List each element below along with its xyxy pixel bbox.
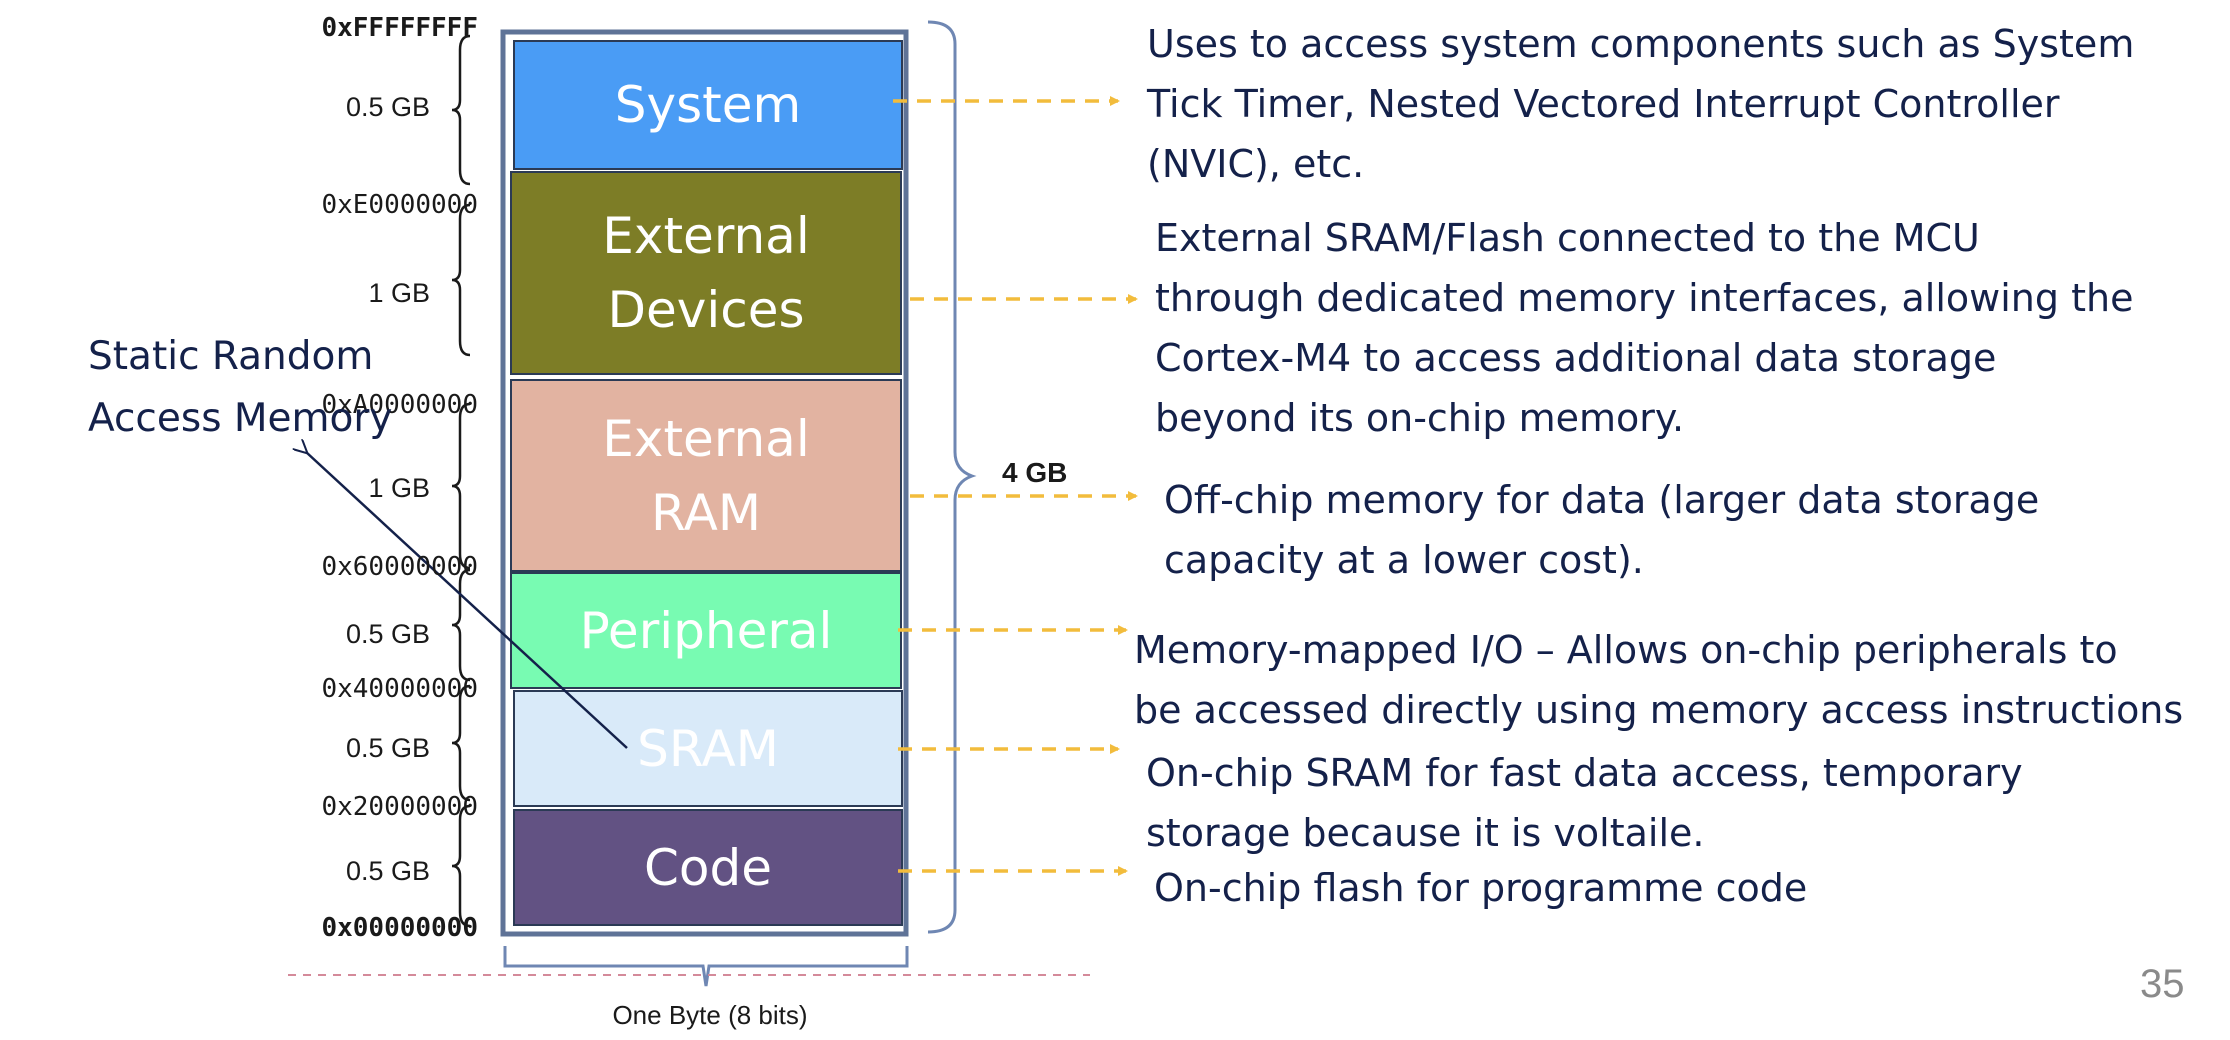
byte-width-label: One Byte (8 bits) xyxy=(612,1000,808,1030)
description-line: capacity at a lower cost). xyxy=(1164,538,1644,582)
memory-region-label: SRAM xyxy=(637,719,779,778)
memory-region-block xyxy=(510,379,902,572)
region-brace xyxy=(451,203,471,357)
description-line: On-chip SRAM for fast data access, tempo… xyxy=(1146,751,2023,795)
region-description: On-chip SRAM for fast data access, tempo… xyxy=(1146,743,2023,863)
memory-region-block xyxy=(510,171,902,375)
address-label: 0x20000000 xyxy=(321,792,478,822)
region-description: On-chip flash for programme code xyxy=(1154,858,1807,918)
sram-callout-text: Static Random Access Memory xyxy=(88,326,393,450)
description-line: Uses to access system components such as… xyxy=(1147,22,2135,66)
sram-callout-arrow xyxy=(306,452,628,749)
description-line: be accessed directly using memory access… xyxy=(1134,688,2184,732)
callout-line: Static Random xyxy=(88,334,374,379)
region-description: Uses to access system components such as… xyxy=(1147,14,2134,194)
description-line: Off-chip memory for data (larger data st… xyxy=(1164,478,2040,522)
description-line: (NVIC), etc. xyxy=(1147,142,1365,186)
memory-region-block xyxy=(510,572,902,689)
total-size-brace xyxy=(927,20,977,934)
total-size-label: 4 GB xyxy=(1002,457,1068,488)
memory-region-label: External RAM xyxy=(602,409,810,542)
region-description: Memory-mapped I/O – Allows on-chip perip… xyxy=(1134,620,2183,740)
region-brace xyxy=(451,402,471,570)
byte-width-bracket xyxy=(503,946,909,987)
address-label: 0xE0000000 xyxy=(321,190,478,220)
region-brace xyxy=(451,684,471,802)
memory-region-label: System xyxy=(614,76,802,134)
address-label: 0xA0000000 xyxy=(321,390,478,420)
callout-line: Access Memory xyxy=(88,396,393,441)
description-line: Memory-mapped I/O – Allows on-chip perip… xyxy=(1134,628,2118,672)
region-brace xyxy=(451,804,471,928)
address-label: 0x00000000 xyxy=(321,913,478,943)
region-description: External SRAM/Flash connected to the MCU… xyxy=(1155,208,2133,448)
region-size-label: 1 GB xyxy=(368,473,430,503)
memory-region-block xyxy=(513,690,903,807)
description-line: storage because it is voltaile. xyxy=(1146,811,1705,855)
region-brace xyxy=(451,568,471,682)
region-size-label: 1 GB xyxy=(368,278,430,308)
memory-region-label: Code xyxy=(643,838,772,897)
region-size-label: 0.5 GB xyxy=(345,92,430,122)
description-line: Tick Timer, Nested Vectored Interrupt Co… xyxy=(1147,82,2060,126)
region-size-label: 0.5 GB xyxy=(345,619,430,649)
region-brace xyxy=(451,34,471,186)
memory-region-block xyxy=(513,809,903,926)
description-line: beyond its on-chip memory. xyxy=(1155,396,1685,440)
page-number: 35 xyxy=(2140,962,2185,1006)
memory-region-block xyxy=(513,40,903,170)
memory-column-frame xyxy=(500,29,909,937)
region-description: Off-chip memory for data (larger data st… xyxy=(1164,470,2039,590)
address-label: 0xFFFFFFFF xyxy=(321,13,478,43)
region-size-label: 0.5 GB xyxy=(345,733,430,763)
address-label: 0x60000000 xyxy=(321,552,478,582)
description-line: through dedicated memory interfaces, all… xyxy=(1155,276,2134,320)
description-line: Cortex-M4 to access additional data stor… xyxy=(1155,336,1997,380)
region-size-label: 0.5 GB xyxy=(345,856,430,886)
memory-region-label: Peripheral xyxy=(579,601,833,660)
address-label: 0x40000000 xyxy=(321,674,478,704)
description-line: External SRAM/Flash connected to the MCU xyxy=(1155,216,1980,260)
memory-region-label: External Devices xyxy=(602,207,810,339)
description-line: On-chip flash for programme code xyxy=(1154,866,1808,910)
